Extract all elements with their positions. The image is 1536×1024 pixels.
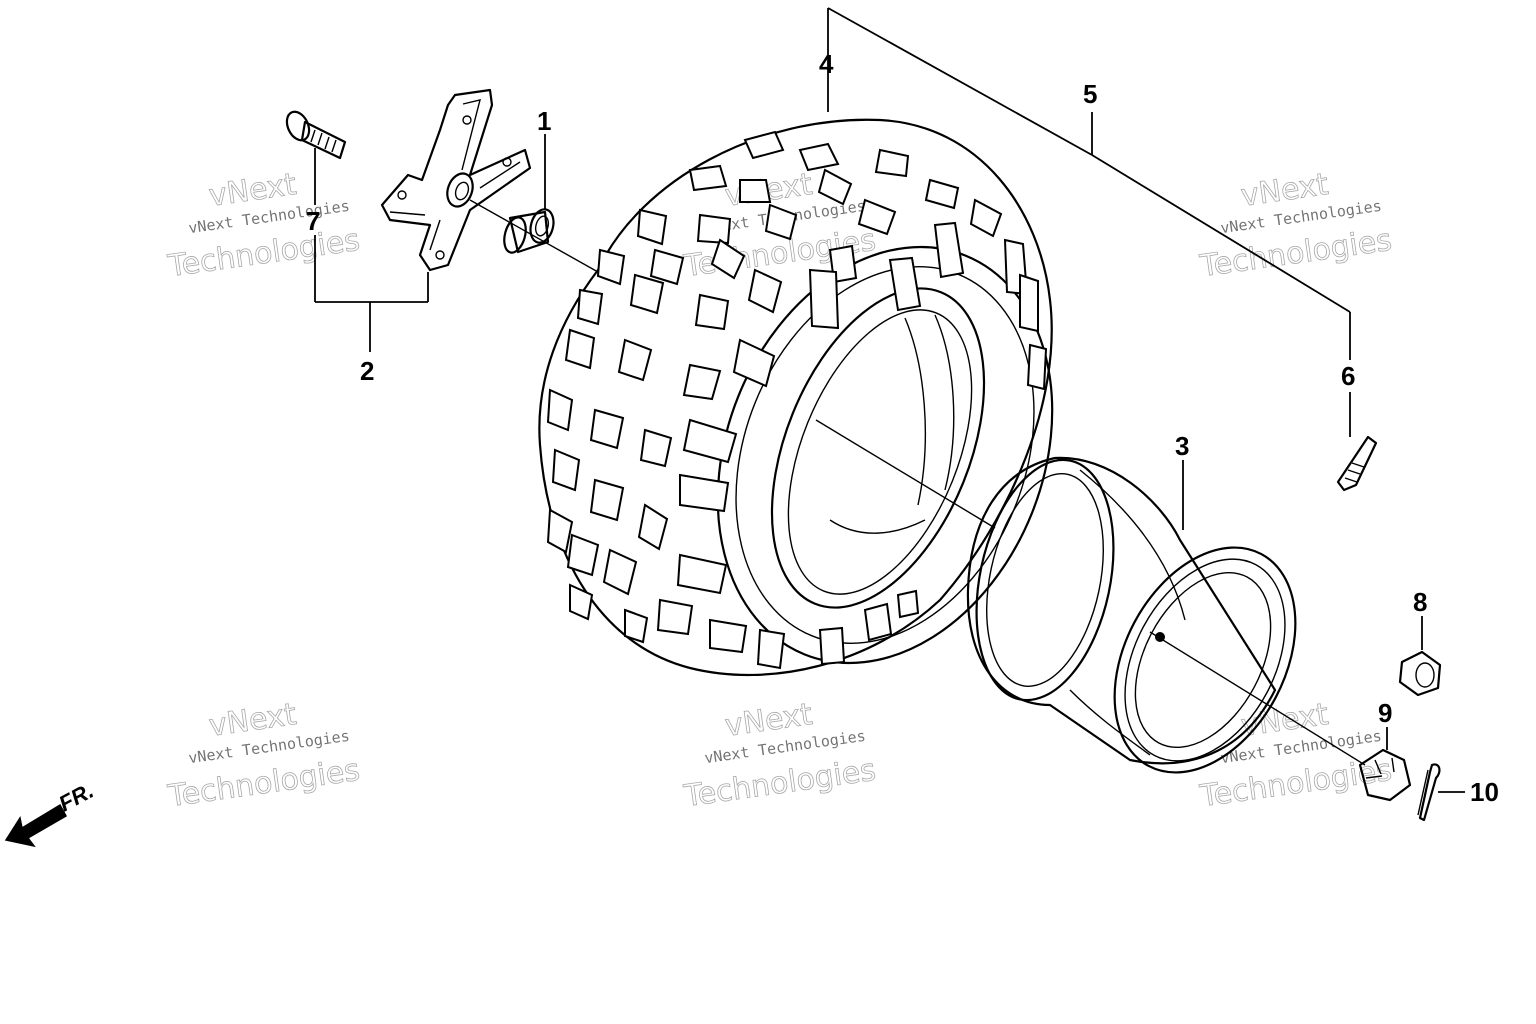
tread-lugs (546, 130, 1048, 670)
watermark-top-left: vNext vNext Technologies Technologies (165, 167, 363, 285)
callout-10: 10 (1470, 777, 1499, 807)
castle-nut (1358, 748, 1412, 802)
callout-2: 2 (360, 356, 374, 386)
collar-spacer (503, 208, 555, 254)
callout-9: 9 (1378, 698, 1392, 728)
tire-valve (1336, 435, 1378, 492)
callout-1: 1 (537, 106, 551, 136)
callout-7: 7 (306, 206, 320, 236)
callout-3: 3 (1175, 431, 1189, 461)
wheel-rim (966, 456, 1297, 774)
wheel-nut (1398, 650, 1442, 697)
tire (538, 118, 1054, 677)
wheel-hub (380, 88, 532, 272)
callout-8: 8 (1413, 587, 1427, 617)
hub-bolt (285, 110, 347, 160)
watermark-bottom-center: vNext vNext Technologies Technologies (681, 697, 879, 815)
leader-lines (314, 7, 1465, 793)
callout-4: 4 (819, 49, 834, 79)
callout-6: 6 (1341, 361, 1355, 391)
watermark-bottom-left: vNext vNext Technologies Technologies (165, 697, 363, 815)
front-direction-arrow: FR. (4, 778, 98, 848)
cotter-pin (1417, 763, 1441, 822)
axle-centerline (469, 199, 1366, 766)
arrow-left-icon (4, 803, 68, 848)
watermark-bottom-right: vNext vNext Technologies Technologies (1197, 697, 1395, 815)
callout-5: 5 (1083, 79, 1097, 109)
watermark-top-right: vNext vNext Technologies Technologies (1197, 167, 1395, 285)
